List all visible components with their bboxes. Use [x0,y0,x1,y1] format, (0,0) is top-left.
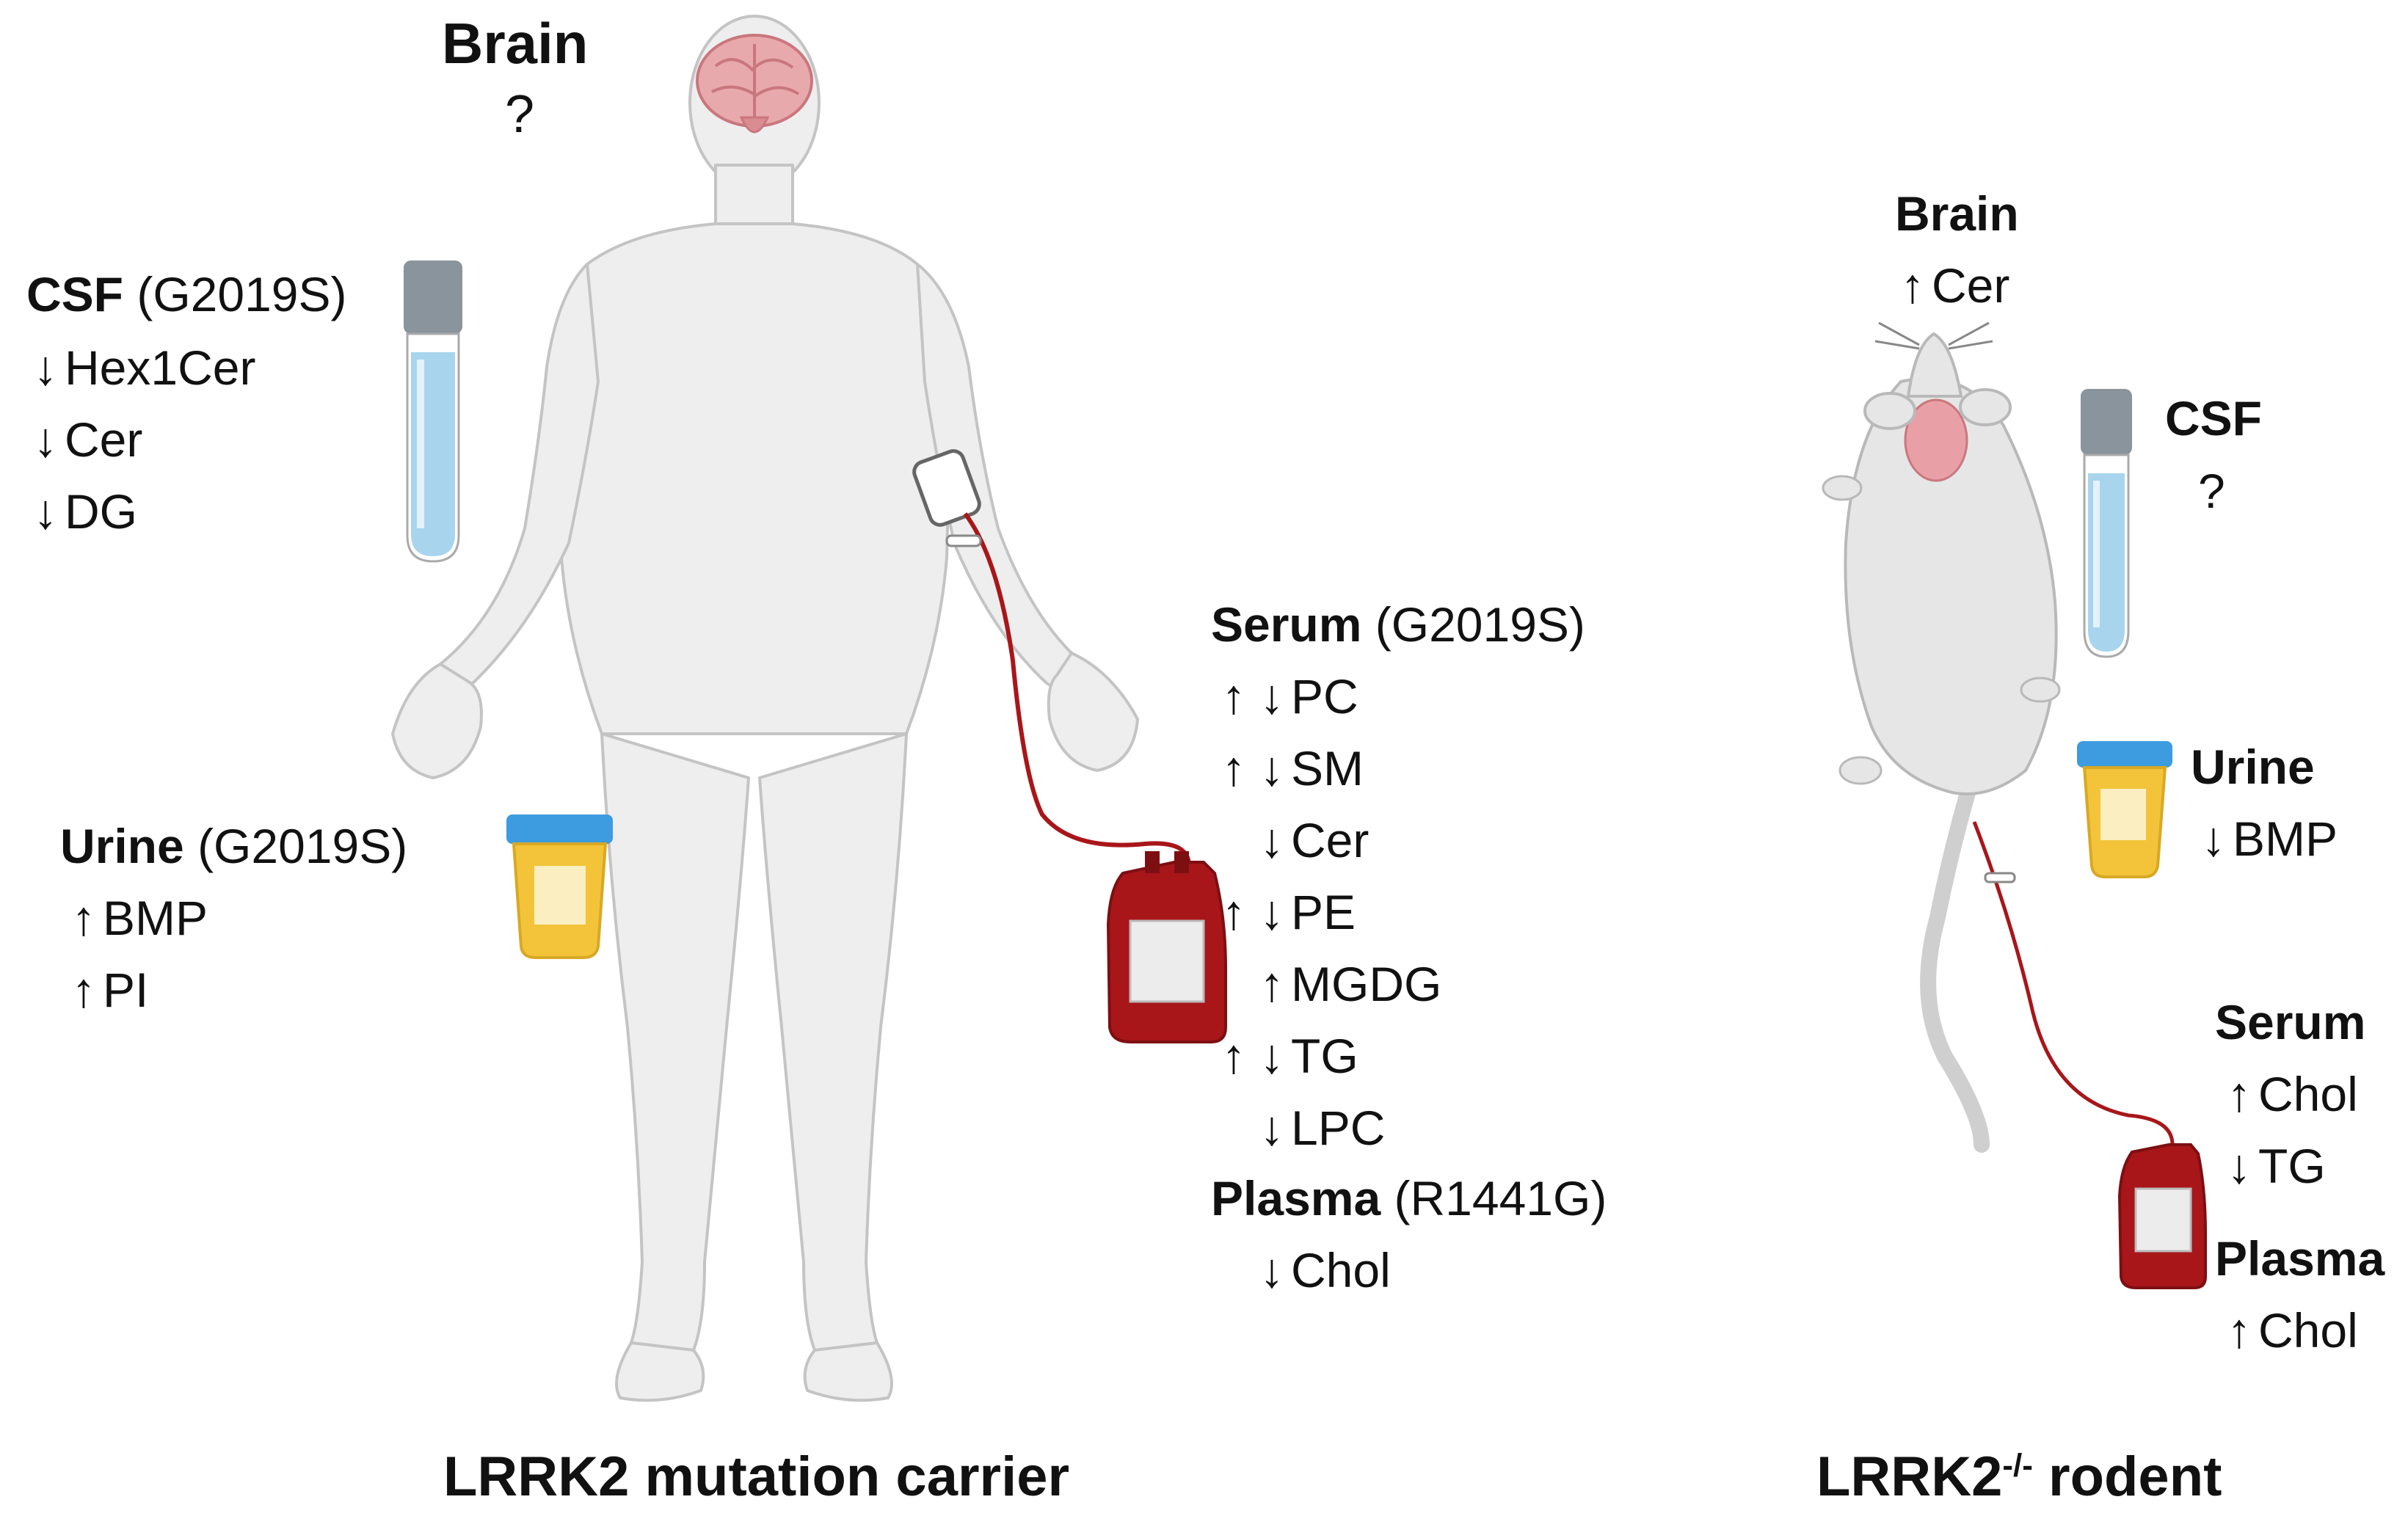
up-arrow-icon: ↑ [1900,258,1925,313]
down-arrow-icon: ↓ [1259,1101,1284,1155]
rodent-panel-title: LRRK2-/- rodent [1816,1449,2222,1505]
lipid-name: DG [65,484,137,539]
human-serum-item: ↑MGDG [1215,957,1442,1011]
human-csf-item: ↓Hex1Cer [26,340,256,395]
csf-label: CSF [26,267,123,321]
down-arrow-icon: ↓ [2201,812,2226,866]
down-arrow-icon: ↓ [1259,1029,1284,1083]
rodent-title-gene: LRRK2 [1816,1446,2003,1508]
human-csf-item: ↓Cer [26,412,143,467]
human-serum-item: ↑↓SM [1215,744,1364,792]
human-serum-item: ↓Cer [1215,816,1369,864]
lipid-name: PI [103,963,149,1017]
human-panel-title: LRRK2 mutation carrier [443,1446,1070,1508]
down-arrow-icon: ↓ [33,484,58,539]
lipid-name: Chol [2258,1067,2358,1121]
serum-variant: (G2019S) [1375,597,1585,652]
down-arrow-icon: ↓ [33,340,58,395]
up-arrow-icon: ↑ [1259,957,1284,1011]
rodent-plasma-label: Plasma [2215,1231,2385,1286]
human-serum-item: ↓LPC [1215,1101,1386,1155]
lipid-name: SM [1291,741,1364,795]
rodent-urine-label: Urine [2191,740,2315,794]
up-arrow-icon: ↑ [2227,1303,2252,1357]
lipid-name: Cer [65,412,143,467]
human-plasma-item: ↓Chol [1253,1246,1391,1294]
rodent-csf-label: CSF [2165,391,2262,445]
serum-label: Serum [1211,597,1362,652]
down-arrow-icon: ↓ [1259,741,1284,795]
csf-variant: (G2019S) [137,267,347,321]
lipid-name: Hex1Cer [65,340,256,395]
human-brain-value: ? [505,85,535,144]
rodent-serum-label: Serum [2215,995,2366,1049]
lipid-name: TG [2258,1139,2326,1193]
human-csf-header: CSF (G2019S) [26,270,346,318]
blood-bag-icon [2117,1143,2207,1289]
down-arrow-icon: ↓ [2227,1139,2252,1193]
rodent-title-species: rodent [2032,1446,2222,1508]
down-arrow-icon: ↓ [1259,885,1284,939]
down-arrow-icon: ↓ [1259,669,1284,724]
human-serum-item: ↑↓TG [1215,1032,1358,1080]
lipid-name: LPC [1291,1101,1386,1155]
down-arrow-icon: ↓ [1259,813,1284,867]
rodent-brain-label: Brain [1895,186,2019,241]
rodent-serum-item: ↑Chol [2220,1070,2358,1118]
lipid-name: BMP [103,891,208,945]
lipid-name: Chol [1291,1243,1391,1297]
human-urine-item: ↑BMP [65,894,208,942]
urine-variant: (G2019S) [197,819,408,873]
human-serum-item: ↑↓PC [1215,672,1358,721]
brain-icon [696,34,813,134]
iv-line-icon [912,449,1191,867]
urine-cup-icon [2077,741,2172,878]
human-body-icon [391,15,1139,1402]
rodent-plasma-item: ↑Chol [2220,1306,2358,1355]
up-arrow-icon: ↑ [71,963,96,1017]
up-arrow-icon: ↑ [1221,1029,1246,1083]
lipid-name: Chol [2258,1303,2358,1357]
human-csf-item: ↓DG [26,484,138,539]
human-brain-label: Brain [442,11,589,76]
human-urine-header: Urine (G2019S) [60,822,407,870]
lipid-name: BMP [2233,812,2338,866]
rodent-csf-value: ? [2198,464,2225,518]
lipid-name: Cer [1291,813,1369,867]
urine-label: Urine [60,819,184,873]
blood-bag-icon [1106,851,1227,1043]
up-arrow-icon: ↑ [71,891,96,945]
lipid-name: TG [1291,1029,1358,1083]
human-plasma-header: Plasma (R1441G) [1211,1174,1607,1222]
rodent-urine-item: ↓BMP [2194,814,2338,863]
human-urine-item: ↑PI [65,963,149,1017]
iv-line-icon [1972,821,2175,1145]
plasma-label: Plasma [1211,1171,1381,1225]
up-arrow-icon: ↑ [1221,741,1246,795]
up-arrow-icon: ↑ [2227,1067,2252,1121]
lipid-name: MGDG [1291,957,1442,1011]
down-arrow-icon: ↓ [33,412,58,467]
plasma-variant: (R1441G) [1394,1171,1607,1225]
csf-tube-icon [2081,389,2132,658]
csf-tube-icon [404,260,462,563]
lipid-name: PE [1291,885,1356,939]
rodent-brain-item: ↑Cer [1894,258,2010,313]
rodent-serum-item: ↓TG [2220,1142,2326,1190]
urine-cup-icon [506,814,613,959]
human-serum-item: ↑↓PE [1215,888,1356,936]
human-serum-header: Serum (G2019S) [1211,600,1585,649]
rodent-icon [1822,321,2061,1153]
lipid-name: Cer [1932,258,2010,313]
up-arrow-icon: ↑ [1221,885,1246,939]
up-arrow-icon: ↑ [1221,669,1246,724]
lipid-name: PC [1291,669,1358,724]
rodent-title-genotype: -/- [2002,1447,2033,1484]
down-arrow-icon: ↓ [1259,1243,1284,1297]
